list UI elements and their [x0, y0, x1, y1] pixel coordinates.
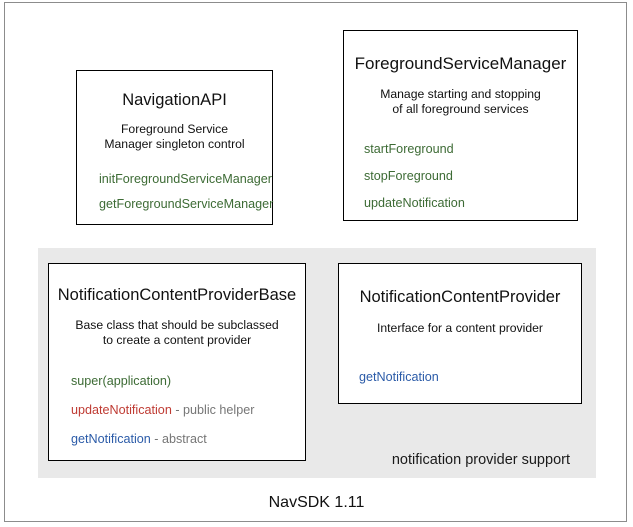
member-name: startForeground	[364, 142, 454, 156]
class-description-line: of all foreground services	[392, 101, 529, 116]
class-description-line: Manager singleton control	[104, 136, 245, 151]
class-member[interactable]: updateNotification - public helper	[71, 396, 305, 425]
group-panel-caption: notification provider support	[391, 452, 570, 468]
class-box-notification-content-provider-base[interactable]: NotificationContentProviderBase Base cla…	[48, 263, 306, 461]
member-name: updateNotification	[364, 196, 465, 210]
class-member[interactable]: startForeground	[364, 136, 577, 163]
class-description-line: Foreground Service	[120, 122, 229, 136]
class-title: ForegroundServiceManager	[354, 54, 567, 73]
class-member-list: startForeground stopForeground updateNot…	[344, 136, 577, 217]
diagram-outer-frame	[4, 2, 627, 522]
class-description: Foreground Service Manager singleton con…	[77, 122, 272, 151]
class-description-line: Interface for a content provider	[377, 321, 543, 335]
class-title: NotificationContentProviderBase	[57, 286, 297, 304]
member-name: stopForeground	[364, 169, 453, 183]
class-member[interactable]: updateNotification	[364, 190, 577, 217]
class-description: Interface for a content provider	[339, 321, 581, 336]
member-name: getNotification	[71, 432, 151, 446]
member-name: updateNotification	[71, 403, 172, 417]
class-description-line: Base class that should be subclassed	[75, 318, 279, 332]
class-member[interactable]: initForegroundServiceManager	[99, 167, 272, 192]
member-name: getNotification	[359, 369, 439, 384]
member-name: super(application)	[71, 374, 172, 388]
class-box-navigation-api[interactable]: NavigationAPI Foreground Service Manager…	[76, 70, 273, 225]
class-member-list: initForegroundServiceManager getForegrou…	[77, 167, 274, 217]
class-member[interactable]: super(application)	[71, 367, 305, 396]
member-note: - abstract	[150, 432, 207, 446]
class-member[interactable]: getForegroundServiceManager	[99, 192, 274, 217]
member-name: getForegroundServiceManager	[99, 197, 274, 211]
member-name: initForegroundServiceManager	[99, 172, 272, 186]
class-description: Manage starting and stopping of all fore…	[344, 87, 577, 116]
class-member-list: getNotification	[339, 364, 581, 390]
class-member[interactable]: stopForeground	[364, 163, 577, 190]
class-description: Base class that should be subclassed to …	[49, 318, 305, 347]
class-title: NavigationAPI	[122, 91, 227, 109]
class-member[interactable]: getNotification	[359, 364, 581, 390]
member-note: - public helper	[171, 403, 255, 417]
class-description-line: to create a content provider	[102, 332, 252, 347]
class-box-notification-content-provider[interactable]: NotificationContentProvider Interface fo…	[338, 263, 582, 404]
class-member-list: super(application) updateNotification - …	[49, 367, 305, 454]
class-description-line: Manage starting and stopping	[380, 87, 541, 101]
diagram-footer-caption: NavSDK 1.11	[268, 494, 365, 511]
class-box-foreground-service-manager[interactable]: ForegroundServiceManager Manage starting…	[343, 30, 578, 221]
class-member[interactable]: getNotification - abstract	[71, 425, 305, 454]
class-title: NotificationContentProvider	[359, 288, 561, 306]
